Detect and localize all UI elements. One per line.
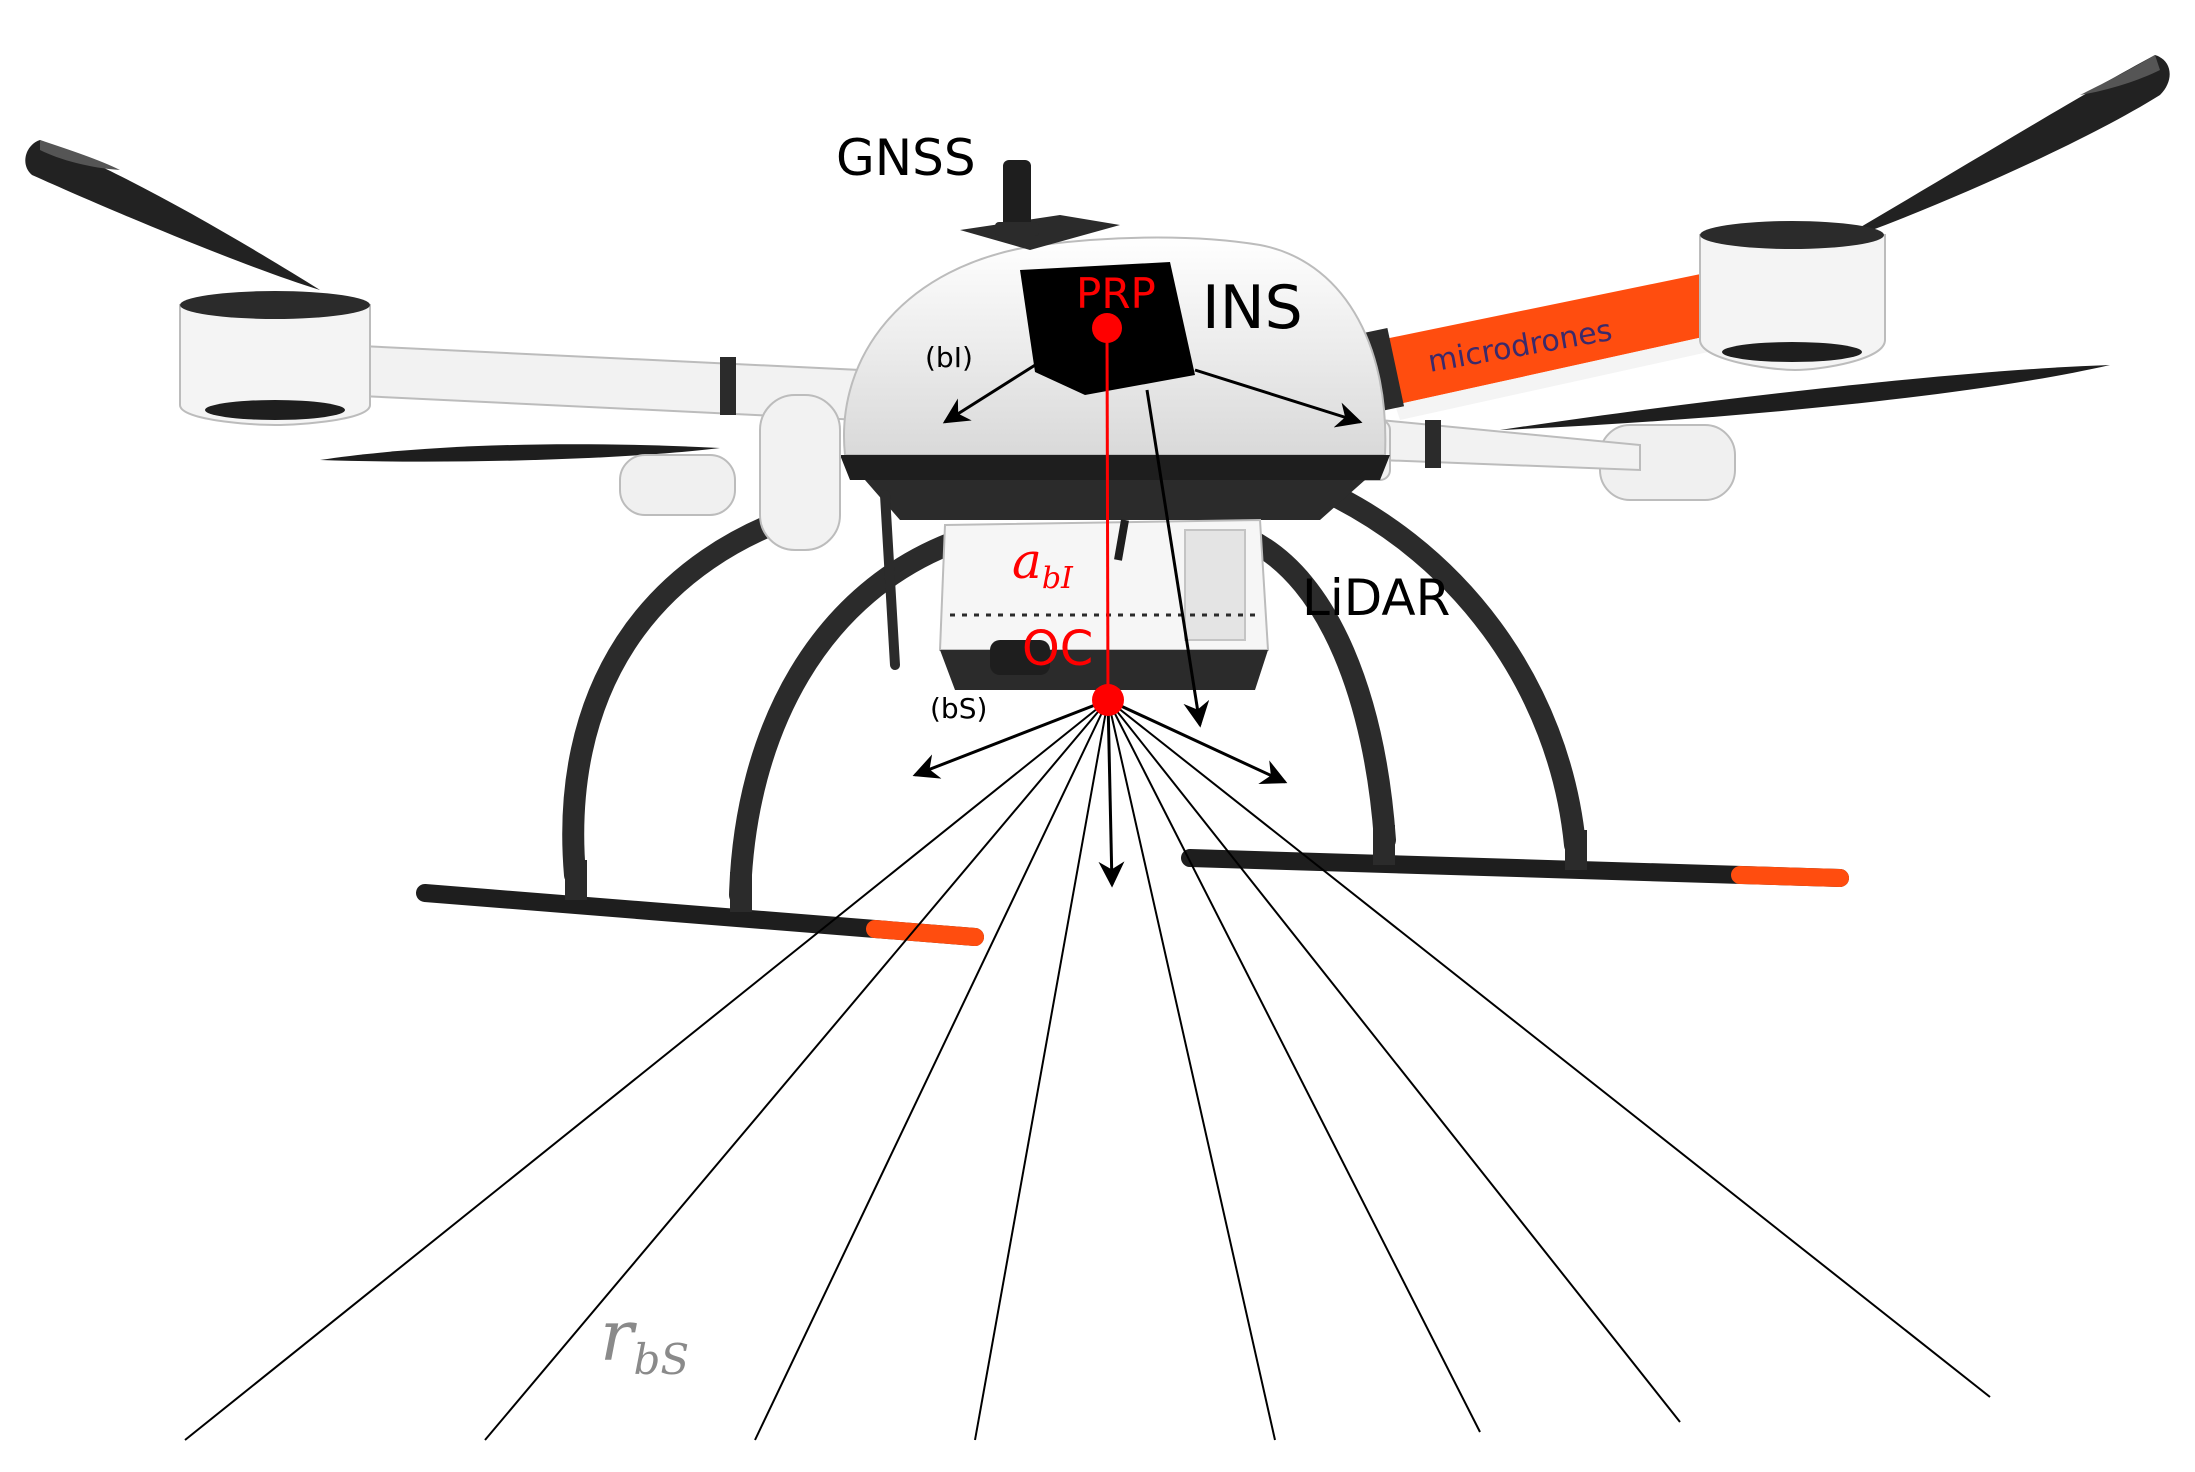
arm-right: microdrones (1359, 270, 1740, 420)
laser-beam (484, 699, 1109, 1441)
laser-beam (1107, 699, 1681, 1423)
sensor-axis-right (1107, 698, 1288, 784)
propeller-rear-right (1500, 365, 2110, 430)
lidar-label: LiDAR (1302, 569, 1450, 627)
laser-beam (974, 699, 1109, 1441)
laser-beam (184, 699, 1109, 1441)
range-vector-symbol: rbS (600, 1295, 689, 1384)
drone-illustration: microdrones (25, 55, 2170, 946)
ins-axis-right (1194, 368, 1363, 428)
gnss-label: GNSS (836, 129, 976, 187)
prp-label: PRP (1076, 269, 1156, 318)
prp-point-icon (1092, 313, 1122, 343)
laser-beam-fan (184, 699, 1991, 1441)
laser-beam (754, 699, 1109, 1441)
motor-pod-right (1699, 221, 1886, 372)
oc-label: OC (1022, 621, 1093, 677)
lidar-unit (938, 518, 1270, 690)
lever-arm-line (1105, 327, 1110, 701)
oc-point-icon (1092, 684, 1124, 716)
laser-beam (1107, 699, 1276, 1441)
side-sensor-pod (759, 394, 900, 670)
ins-axis-down (1145, 389, 1210, 728)
propeller-rear-left (320, 444, 720, 462)
ins-frame-axes (942, 360, 1363, 728)
bi-frame-label: (bI) (925, 341, 973, 374)
landing-gear (562, 469, 1586, 906)
sensor-axis-down (1098, 699, 1125, 888)
gnss-antenna (995, 160, 1039, 236)
bs-frame-label: (bS) (930, 692, 987, 725)
laser-beam (1107, 699, 1991, 1398)
sensor-axis-left (912, 698, 1109, 779)
ins-axis-left (942, 360, 1041, 424)
sensor-frame-axes (912, 698, 1288, 888)
landing-skid-left (416, 860, 984, 946)
propeller-front-left (25, 140, 320, 290)
ins-label: INS (1202, 273, 1303, 343)
motor-pod-left (179, 291, 371, 427)
lever-arm-symbol: abI (1012, 532, 1074, 596)
propeller-front-right (1830, 55, 2170, 245)
laser-beam (1107, 699, 1481, 1433)
landing-skid-right (1181, 825, 1849, 887)
motor-rear-left (619, 454, 736, 516)
